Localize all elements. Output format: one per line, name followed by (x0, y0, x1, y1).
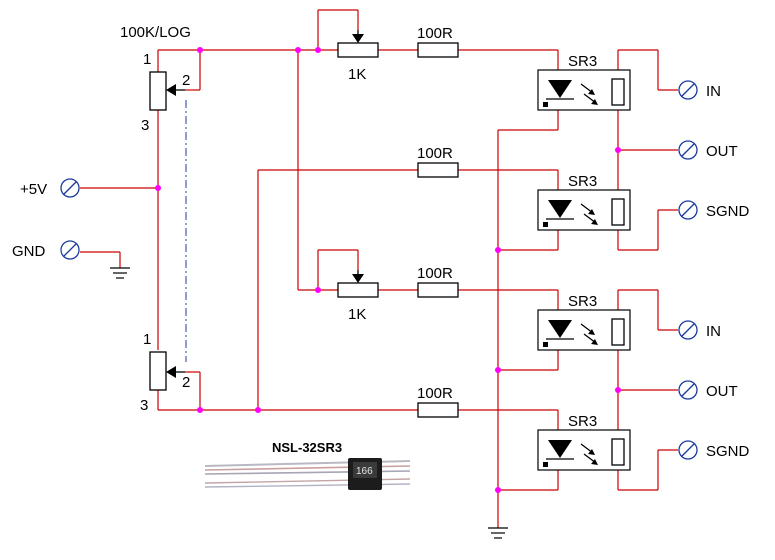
trimmer-top: 1K (337, 30, 379, 83)
sgnd-2-label: SGND (706, 443, 750, 460)
part-number-label: NSL-32SR3 (272, 440, 342, 455)
terminal-sgnd-1: SGND (678, 200, 750, 220)
part-photo: NSL-32SR3 166 (204, 440, 411, 490)
resistor-4: 100R (417, 385, 459, 418)
resistor-1-label: 100R (417, 25, 453, 42)
sgnd-1-label: SGND (706, 203, 750, 220)
pot-bottom-pin1: 1 (143, 331, 151, 348)
sr3-module-3-label: SR3 (568, 293, 597, 310)
wires (80, 9, 678, 528)
sr3-module-1: SR3 (537, 53, 631, 111)
pot-top-pin2: 2 (182, 72, 190, 89)
sr3-module-2-label: SR3 (568, 173, 597, 190)
terminal-sgnd-2: SGND (678, 440, 750, 460)
terminal-gnd: GND (12, 240, 80, 260)
supply-label: +5V (20, 181, 47, 198)
in-1-label: IN (706, 83, 721, 100)
junctions (155, 47, 621, 493)
trimmer-bottom-label: 1K (348, 306, 366, 323)
pot-bottom: 1 2 3 (140, 331, 190, 414)
terminal-supply: +5V (20, 178, 80, 198)
resistor-4-label: 100R (417, 385, 453, 402)
resistor-2-label: 100R (417, 145, 453, 162)
terminal-out-1: OUT (678, 140, 738, 160)
pot-top-label: 100K/LOG (120, 24, 191, 41)
out-2-label: OUT (706, 383, 738, 400)
pot-bottom-pin3: 3 (140, 397, 148, 414)
chip-marking: 166 (356, 466, 373, 477)
trimmer-bottom: 1K (337, 270, 379, 323)
sr3-module-4-label: SR3 (568, 413, 597, 430)
pot-top-pin1: 1 (143, 51, 151, 68)
sr3-module-1-label: SR3 (568, 53, 597, 70)
pot-bottom-pin2: 2 (182, 374, 190, 391)
pot-top-pin3: 3 (141, 117, 149, 134)
ground-symbol-left (110, 267, 130, 279)
resistor-1: 100R (417, 25, 459, 58)
ground-symbol-bottom (488, 527, 508, 539)
trimmer-top-label: 1K (348, 66, 366, 83)
out-1-label: OUT (706, 143, 738, 160)
resistor-3: 100R (417, 265, 459, 298)
in-2-label: IN (706, 323, 721, 340)
sr3-module-4: SR3 (537, 413, 631, 471)
terminal-in-2: IN (678, 320, 721, 340)
resistor-2: 100R (417, 145, 459, 178)
sr3-module-2: SR3 (537, 173, 631, 231)
terminal-in-1: IN (678, 80, 721, 100)
sr3-module-3: SR3 (537, 293, 631, 351)
resistor-3-label: 100R (417, 265, 453, 282)
pot-top: 100K/LOG 1 2 3 (120, 24, 191, 134)
gnd-label: GND (12, 243, 46, 260)
terminal-out-2: OUT (678, 380, 738, 400)
